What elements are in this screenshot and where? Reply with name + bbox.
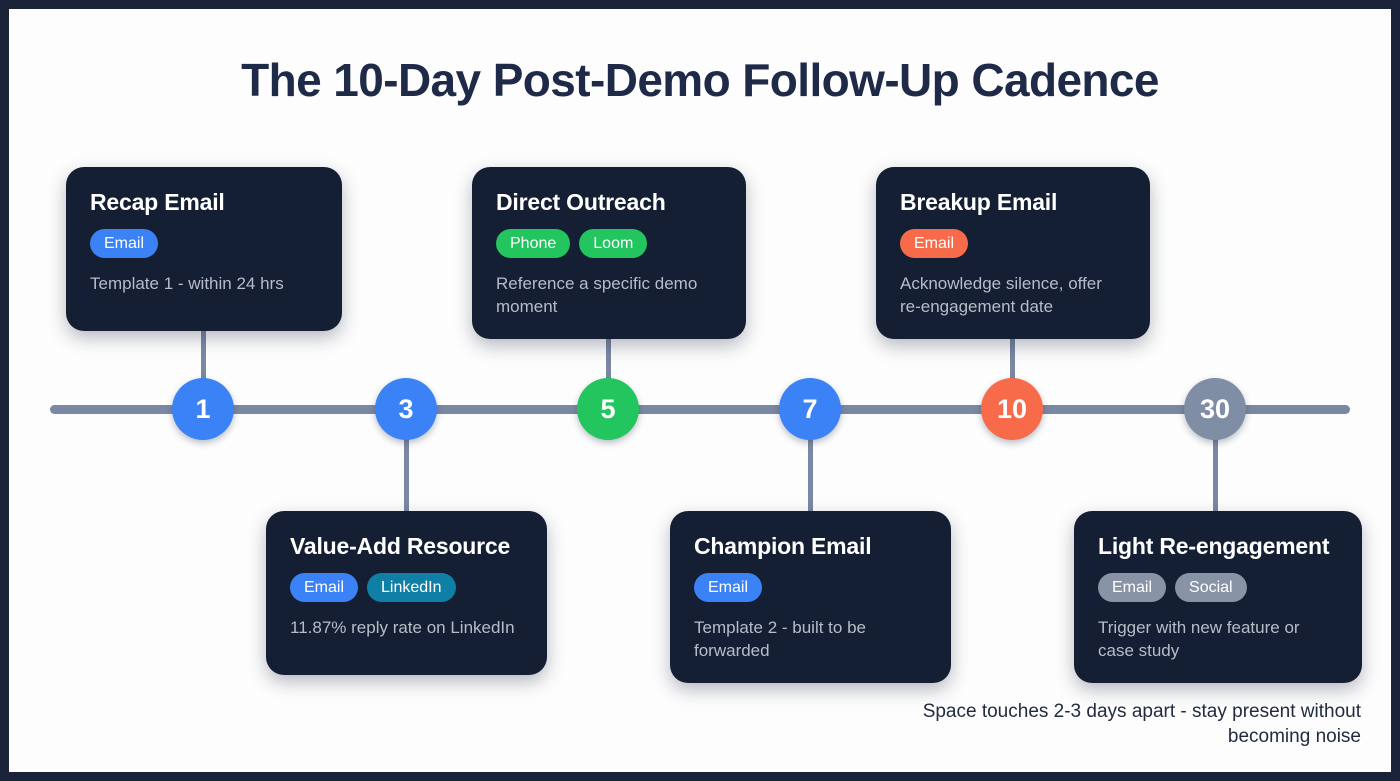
- page-title: The 10-Day Post-Demo Follow-Up Cadence: [241, 54, 1159, 106]
- card-tag-row: Email: [694, 573, 927, 602]
- connector-stem-day-5: [605, 331, 611, 386]
- channel-tag-phone[interactable]: Phone: [496, 229, 571, 258]
- channel-tag-email[interactable]: Email: [290, 573, 359, 602]
- timeline-node-label: 30: [1199, 393, 1231, 424]
- card-tag-row: Email: [900, 229, 1126, 258]
- card-title: Value-Add Resource: [290, 533, 511, 559]
- card-title: Breakup Email: [900, 189, 1058, 215]
- card-description: Reference a specific demo moment: [496, 274, 698, 316]
- card-tag-row: Email LinkedIn: [290, 573, 523, 602]
- card-description: Acknowledge silence, offer re-engagement…: [900, 274, 1102, 316]
- channel-tag-loom[interactable]: Loom: [579, 229, 648, 258]
- channel-tag-email[interactable]: Email: [1098, 573, 1167, 602]
- timeline-axis: [50, 405, 1350, 414]
- card-title: Light Re-engagement: [1098, 533, 1330, 559]
- connector-stem-day-3: [403, 432, 409, 511]
- card-tag-row: Email: [90, 229, 318, 258]
- card-description: Trigger with new feature or case study: [1098, 618, 1300, 660]
- card-title: Direct Outreach: [496, 189, 666, 215]
- channel-tag-email[interactable]: Email: [90, 229, 159, 258]
- timeline-node-label: 3: [398, 393, 414, 424]
- timeline-node-label: 5: [600, 393, 616, 424]
- diagram-canvas: The 10-Day Post-Demo Follow-Up Cadence 1…: [9, 9, 1391, 772]
- card-description: Template 2 - built to be forwarded: [694, 618, 866, 660]
- connector-stem-day-7: [807, 432, 813, 511]
- channel-tag-email[interactable]: Email: [900, 229, 969, 258]
- card-title: Champion Email: [694, 533, 872, 559]
- timeline-node-day-3[interactable]: 3: [375, 378, 437, 440]
- channel-tag-social[interactable]: Social: [1175, 573, 1247, 602]
- card-tag-row: Email Social: [1098, 573, 1338, 602]
- timeline-node-day-10[interactable]: 10: [981, 378, 1043, 440]
- footer-note: Space touches 2-3 days apart - stay pres…: [922, 700, 1361, 748]
- timeline-node-label: 7: [802, 393, 818, 424]
- timeline-node-label: 1: [195, 393, 211, 424]
- timeline-node-day-1[interactable]: 1: [172, 378, 234, 440]
- connector-stem-day-10: [1009, 331, 1015, 386]
- timeline-node-day-30[interactable]: 30: [1184, 378, 1246, 440]
- timeline-node-day-5[interactable]: 5: [577, 378, 639, 440]
- card-description: Template 1 - within 24 hrs: [90, 274, 284, 293]
- channel-tag-linkedin[interactable]: LinkedIn: [367, 573, 456, 602]
- card-title: Recap Email: [90, 189, 225, 215]
- timeline-node-day-7[interactable]: 7: [779, 378, 841, 440]
- connector-stem-day-30: [1212, 432, 1218, 511]
- card-tag-row: Phone Loom: [496, 229, 722, 258]
- connector-stem-day-1: [200, 331, 206, 386]
- channel-tag-email[interactable]: Email: [694, 573, 763, 602]
- timeline-node-label: 10: [996, 393, 1028, 424]
- card-description: 11.87% reply rate on LinkedIn: [290, 618, 515, 637]
